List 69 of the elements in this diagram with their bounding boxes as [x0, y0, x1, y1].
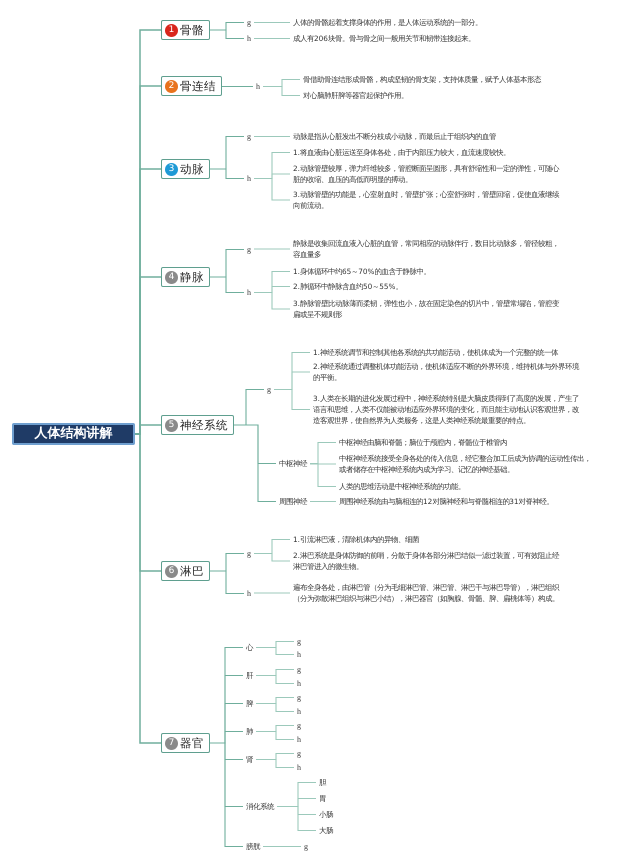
topic-label: 骨骼 [180, 22, 204, 38]
number-badge: 1 [165, 24, 178, 36]
connector-line [263, 846, 301, 848]
topic-box [161, 20, 210, 40]
number-badge: 4 [165, 270, 178, 284]
branch-label: g [294, 636, 304, 646]
connector-line [254, 22, 290, 24]
connector-line [222, 86, 253, 88]
branch-label: h [294, 734, 304, 744]
number-badge: 5 [165, 418, 178, 432]
branch-label: g [244, 244, 254, 254]
branch-label: g [264, 384, 274, 394]
connector-line [210, 168, 244, 180]
connector-line [254, 178, 290, 201]
topic-box [161, 733, 210, 753]
topic-box [161, 159, 210, 179]
topic-box [161, 415, 234, 435]
branch-label: h [244, 172, 254, 184]
branch-label: h [294, 678, 304, 688]
topic-box [161, 561, 210, 581]
branch-label: h [244, 286, 254, 298]
topic-label: 静脉 [180, 270, 204, 284]
branch-label: g [294, 692, 304, 702]
connector-line [234, 424, 276, 502]
branch-label: g [244, 548, 254, 558]
connector-line [210, 742, 243, 848]
branch-label: g [294, 720, 304, 730]
connector-line [254, 248, 290, 250]
branch-label: g [244, 130, 254, 142]
connector-line [310, 462, 336, 488]
connector-line [310, 463, 336, 465]
connector-line [210, 276, 244, 294]
number-badge: 2 [165, 80, 178, 92]
topic-label: 神经系统 [180, 418, 228, 432]
branch-label: h [294, 762, 304, 772]
connector-line [277, 806, 316, 832]
topic-box [161, 76, 222, 96]
branch-label: h [294, 706, 304, 716]
branch-label: g [244, 16, 254, 28]
branch-label: h [294, 648, 304, 660]
branch-label: h [244, 32, 254, 44]
connector-line [254, 552, 290, 562]
connector-line [210, 29, 244, 40]
connector-line [254, 592, 290, 594]
connector-line [256, 646, 294, 656]
connector-line [256, 758, 294, 768]
number-badge: 6 [165, 564, 178, 578]
number-badge: 7 [165, 736, 178, 750]
connector-line [254, 38, 290, 40]
branch-label: h [253, 80, 263, 92]
topic-label: 淋巴 [180, 564, 204, 578]
root-box: 人体结构讲解 [12, 423, 135, 445]
connector-line [263, 86, 300, 96]
topic-label: 动脉 [180, 162, 204, 176]
topic-label: 器官 [180, 736, 204, 750]
connector-line [274, 388, 310, 410]
connector-line [256, 702, 294, 712]
connector-line [254, 136, 290, 138]
topic-label: 骨连结 [180, 78, 216, 94]
branch-label: g [294, 664, 304, 674]
connector-line [256, 674, 294, 684]
branch-label: h [244, 588, 254, 598]
connector-line [256, 730, 294, 740]
number-badge: 3 [165, 162, 178, 176]
branch-label: g [301, 840, 311, 852]
connector-line [254, 292, 290, 310]
topic-box [161, 267, 210, 287]
branch-label: g [294, 748, 304, 758]
connector-line [310, 500, 336, 502]
